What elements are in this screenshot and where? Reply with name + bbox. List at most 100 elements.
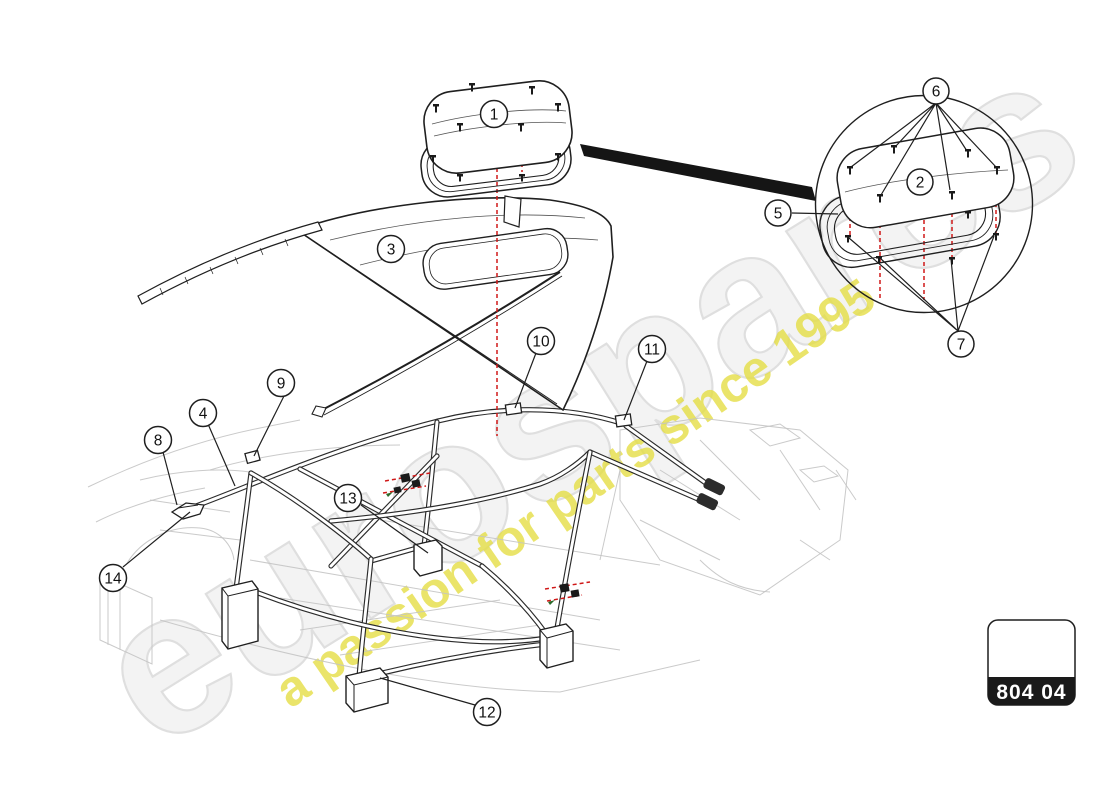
callout-circle[interactable] xyxy=(479,99,509,129)
roof-opening xyxy=(422,227,569,290)
callout-circle[interactable] xyxy=(906,168,934,196)
rail-end-tab xyxy=(311,405,327,418)
screw-pin xyxy=(555,153,561,161)
callout-label: 9 xyxy=(277,376,286,393)
fastener-bolt xyxy=(393,486,402,494)
callout-11[interactable]: 11 xyxy=(637,334,667,364)
screw-pin xyxy=(518,123,524,132)
cage-foot-box-edge xyxy=(221,587,259,648)
screw-pin xyxy=(965,149,971,158)
chassis-ghost-line xyxy=(209,444,857,561)
callout-12[interactable]: 12 xyxy=(472,697,502,727)
roof-panel-left-edge xyxy=(302,233,558,405)
callout-1[interactable]: 1 xyxy=(479,99,509,129)
callout-7-leaders xyxy=(848,235,995,332)
cage-tube xyxy=(298,467,484,568)
cage-foot-box-edge xyxy=(539,629,574,668)
callout-label: 10 xyxy=(532,334,550,351)
callout-7[interactable]: 7 xyxy=(947,330,975,358)
callout-label: 13 xyxy=(339,491,356,508)
cage-foot-box xyxy=(413,539,443,577)
callout-circle[interactable] xyxy=(266,368,296,398)
callout-13[interactable]: 13 xyxy=(333,483,363,513)
cage-tube xyxy=(555,450,592,630)
inset-screws xyxy=(845,145,1000,265)
clamp-detail xyxy=(177,504,199,509)
ghost-chassis xyxy=(87,417,857,693)
cage-tube xyxy=(436,408,626,426)
callout-14[interactable]: 14 xyxy=(98,563,128,593)
screw-pin xyxy=(876,256,882,264)
callout-label: 5 xyxy=(774,206,783,223)
stay-end-plate xyxy=(703,478,726,496)
chassis-ghost-line xyxy=(699,539,831,593)
roof-side-rail-inner xyxy=(323,275,563,416)
badge-code-text: 804 04 xyxy=(996,681,1066,704)
chassis-ghost-line xyxy=(125,527,235,566)
cage-foot-box-edge xyxy=(345,675,389,712)
callout-11-leader xyxy=(623,360,648,421)
callout-label: 6 xyxy=(932,84,941,101)
cage-foot-box xyxy=(221,580,259,650)
callout-9[interactable]: 9 xyxy=(266,368,296,398)
cage-fittings xyxy=(170,402,726,713)
callout-circle[interactable] xyxy=(947,330,975,358)
cage-tube xyxy=(624,424,716,491)
cage-tube xyxy=(480,564,549,637)
screw-pin xyxy=(433,104,439,113)
chassis-ghost-line xyxy=(95,487,206,523)
callout-8-leader xyxy=(162,451,178,506)
roof-front-strip xyxy=(137,221,323,305)
callout-label: 2 xyxy=(916,175,925,192)
callout-circle[interactable] xyxy=(472,697,502,727)
roll-cage xyxy=(193,407,717,682)
callout-circle[interactable] xyxy=(637,334,667,364)
screw-pin xyxy=(949,257,955,265)
callout-8[interactable]: 8 xyxy=(143,425,173,455)
chassis-ghost-line xyxy=(619,417,849,596)
callout-12-leader xyxy=(379,677,476,706)
callout-3[interactable]: 3 xyxy=(376,234,406,264)
screw-pin xyxy=(845,235,851,243)
callout-label: 3 xyxy=(387,242,396,259)
fastener-cluster xyxy=(382,472,591,605)
magnify-arrow xyxy=(580,144,816,201)
bracket-part-9 xyxy=(244,449,261,465)
callout-2[interactable]: 2 xyxy=(906,168,934,196)
part-group-badge: 804 04 xyxy=(987,619,1076,706)
callout-label: 1 xyxy=(490,107,499,124)
callout-circle[interactable] xyxy=(922,77,950,105)
callout-label: 12 xyxy=(478,705,495,722)
callout-label: 4 xyxy=(199,406,208,423)
cage-tube xyxy=(588,450,709,505)
screw-pin xyxy=(891,145,897,154)
cage-tube xyxy=(234,471,253,591)
stay-end-plate xyxy=(696,493,719,511)
callout-circle[interactable] xyxy=(526,326,556,356)
callout-circle[interactable] xyxy=(143,425,173,455)
cage-tube xyxy=(329,450,592,523)
callout-label: 14 xyxy=(104,571,122,588)
cage-tube xyxy=(249,471,373,561)
strip-hatching xyxy=(159,238,289,296)
screw-pin xyxy=(965,211,971,219)
roof-side-rail xyxy=(319,271,561,412)
callout-circle[interactable] xyxy=(188,398,218,428)
screw-pin xyxy=(949,191,955,200)
callout-circle[interactable] xyxy=(333,483,363,513)
roof-opening-flange xyxy=(428,233,563,285)
callout-circle[interactable] xyxy=(764,199,792,227)
fastener-bolt xyxy=(570,589,580,598)
callout-4[interactable]: 4 xyxy=(188,398,218,428)
callout-5[interactable]: 5 xyxy=(764,199,792,227)
hatch-screws xyxy=(430,83,561,182)
badge-band xyxy=(988,677,1075,705)
callout-10[interactable]: 10 xyxy=(526,326,556,356)
callout-label: 7 xyxy=(957,337,966,354)
callout-circle[interactable] xyxy=(98,563,128,593)
callout-label: 11 xyxy=(644,342,660,359)
callout-6[interactable]: 6 xyxy=(922,77,950,105)
callout-circle[interactable] xyxy=(376,234,406,264)
screw-pin xyxy=(877,194,883,203)
